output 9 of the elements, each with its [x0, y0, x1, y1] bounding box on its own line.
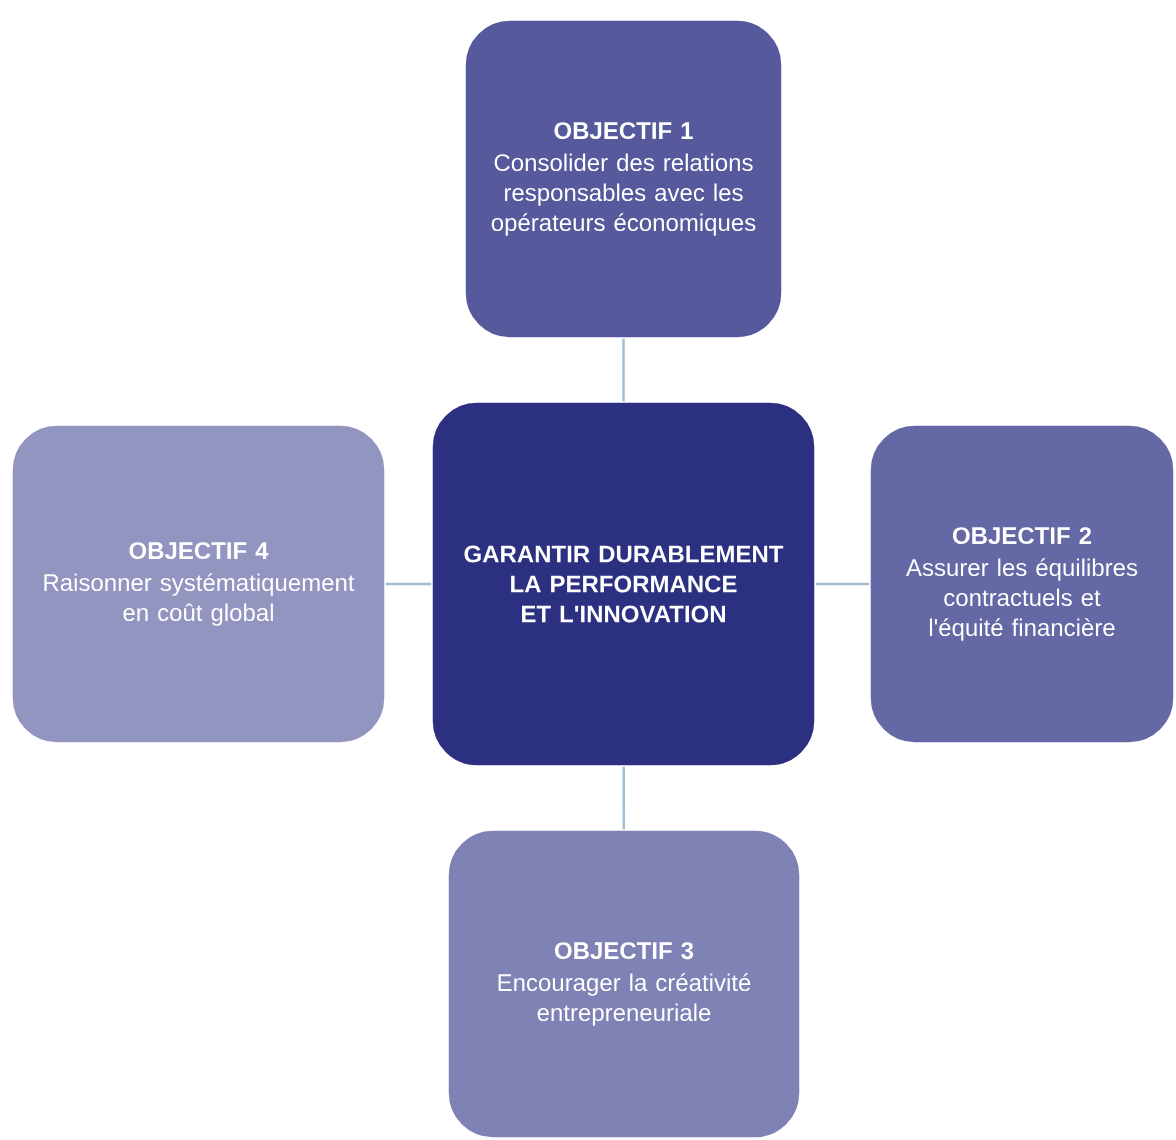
connector-line [385, 582, 432, 586]
objective-box: OBJECTIF 3 Encourager la créativité entrepreneuriale [447, 829, 801, 1139]
connector-line [622, 766, 626, 830]
connector-line [815, 582, 870, 586]
connector-line [622, 338, 625, 402]
objective-box: OBJECTIF 4 Raisonner systématiquement en coût global [11, 424, 386, 744]
objective-box: OBJECTIF 1 Consolider des relations responsables avec les opérateurs économiques [464, 19, 783, 339]
objective-box: OBJECTIF 2 Assurer les équilibres contractuels et l'équité financière [869, 424, 1175, 744]
objective-box: GARANTIR DURABLEMENT LA PERFORMANCE ET L'INNOVATION [431, 401, 816, 767]
